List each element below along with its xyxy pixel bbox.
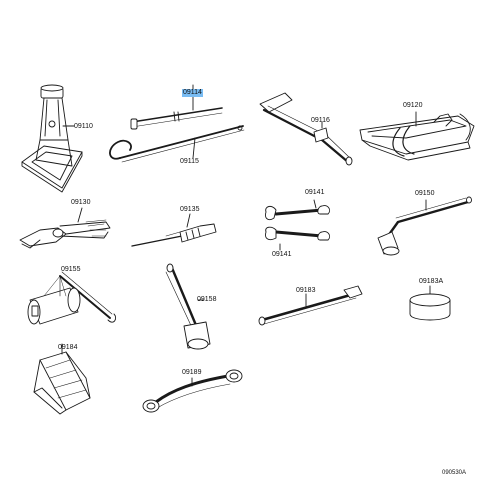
part-label-box-wrench: 09189 [182,369,202,376]
part-label-pliers: 09130 [71,199,91,206]
hook-wrench-bar-icon [109,125,245,163]
pliers-icon [19,207,111,249]
screwdriver-icon [131,213,217,247]
cap-icon [409,285,451,321]
jack-handle-rod-icon [130,84,223,130]
crank-handle-icon [259,92,353,166]
drawing-code: 090530A [442,470,467,476]
wheel-chock-icon [33,343,91,415]
part-label-cap: 09183A [419,278,444,285]
part-label-hub-nut-wrench: 09150 [415,190,435,197]
jack-icon [21,84,83,193]
l-socket-wrench-icon [165,263,211,350]
part-label-tool-bag: 09120 [403,102,423,109]
open-end-wrench-icon [265,199,331,251]
box-wrench-icon [142,369,243,413]
part-label-handle-rod: 09114 [182,89,203,97]
part-label-towing-hook: 09183 [296,287,316,294]
plug-wrench-icon [27,271,117,325]
part-label-wrench-a: 09141 [305,189,325,196]
part-label-wrench-b: 09141 [272,251,292,258]
part-label-jack: 09110 [74,123,93,130]
part-label-l-wrench: 09158 [197,296,217,303]
towing-bar-icon [258,285,363,326]
tool-bag-icon [359,111,475,161]
part-label-wheel-chock: 09184 [58,344,78,351]
part-label-plug-wrench: 09155 [61,266,81,273]
l-socket-wrench-icon [377,196,472,256]
part-label-handle-extension: 09116 [311,117,330,124]
part-label-screwdriver: 09135 [180,206,200,213]
part-label-wrench-bar: 09115 [180,158,199,165]
